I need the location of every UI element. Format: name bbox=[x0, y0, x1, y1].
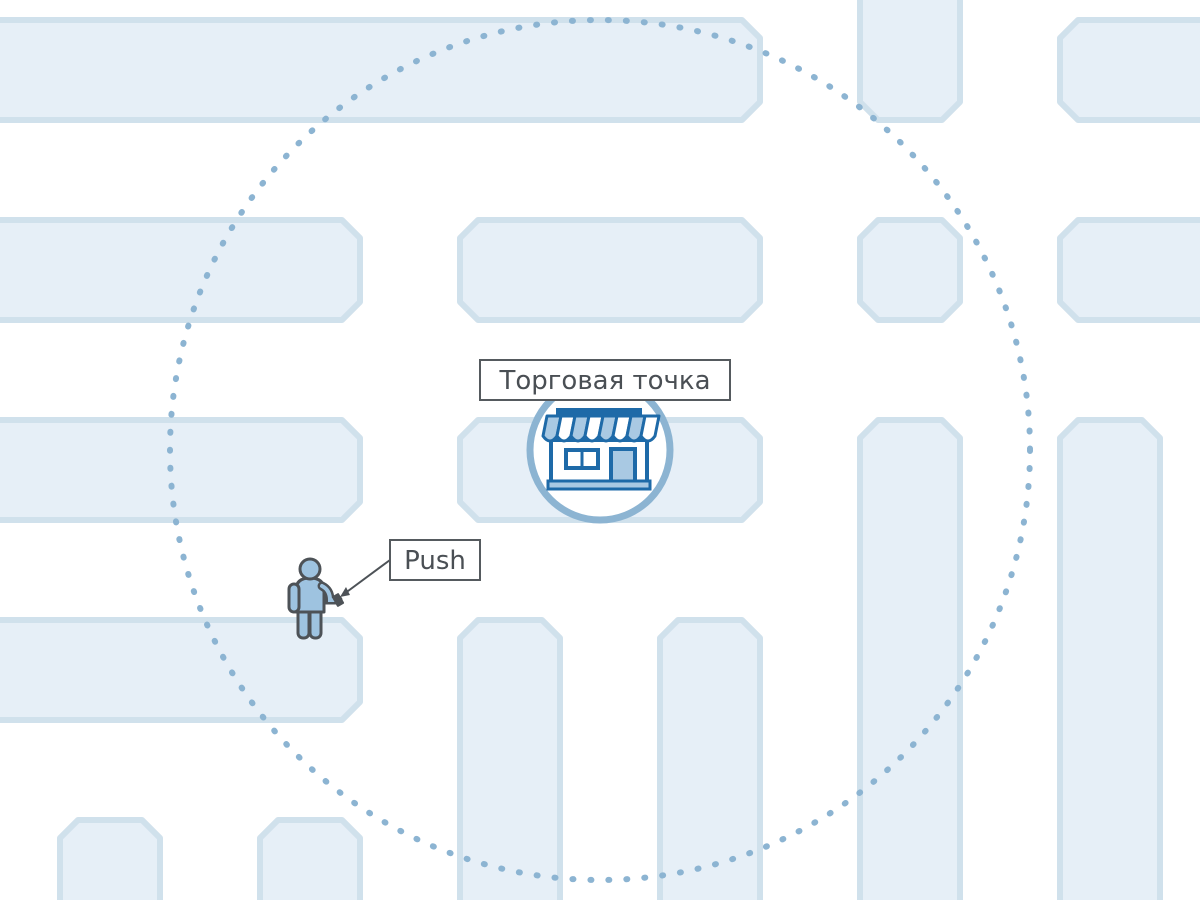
city-block bbox=[657, 617, 763, 900]
city-block bbox=[457, 217, 763, 323]
person-head bbox=[298, 557, 322, 581]
city-block bbox=[0, 17, 763, 123]
city-block bbox=[257, 817, 363, 900]
city-block bbox=[857, 217, 963, 323]
store-awning-bar bbox=[556, 408, 642, 416]
store-base bbox=[546, 479, 652, 491]
store-label: Торговая точка bbox=[479, 359, 731, 401]
push-label-text: Push bbox=[404, 546, 466, 576]
person-with-phone-icon bbox=[287, 557, 345, 640]
person-right-arm bbox=[320, 584, 340, 602]
user-marker[interactable] bbox=[287, 557, 345, 640]
city-block bbox=[1057, 217, 1200, 323]
city-block bbox=[857, 417, 963, 900]
city-block bbox=[0, 617, 363, 723]
city-block bbox=[457, 617, 563, 900]
city-block bbox=[0, 417, 363, 523]
city-block bbox=[0, 217, 363, 323]
push-callout-arrowhead bbox=[340, 587, 350, 597]
city-block bbox=[1057, 417, 1163, 900]
push-callout: Push bbox=[340, 539, 481, 597]
city-block bbox=[857, 0, 963, 123]
geofence-radius bbox=[167, 17, 1033, 883]
store-door bbox=[609, 447, 637, 484]
city-block bbox=[1057, 17, 1200, 123]
push-callout-pointer bbox=[343, 559, 391, 595]
push-label-box bbox=[389, 539, 481, 581]
person-left-arm bbox=[287, 582, 301, 614]
storefront-icon bbox=[541, 408, 661, 491]
phone-icon bbox=[331, 593, 345, 607]
store-label-text: Торговая точка bbox=[498, 366, 710, 396]
store-awning-stripe bbox=[639, 414, 661, 443]
city-block bbox=[57, 817, 163, 900]
